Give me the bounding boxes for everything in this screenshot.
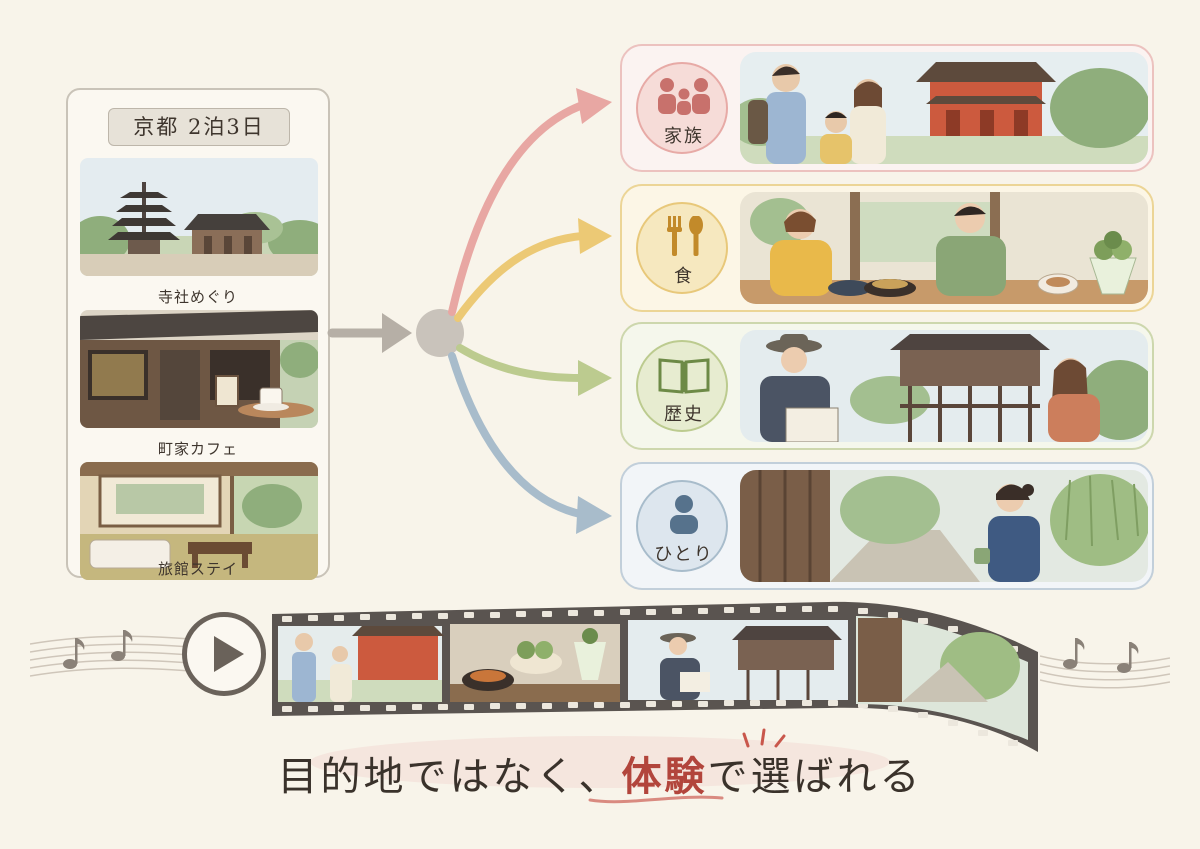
tagline-text: 目的地ではなく、 — [277, 754, 622, 800]
family-icon — [658, 78, 710, 115]
person-icon — [670, 495, 698, 534]
experience-card-solo[interactable]: ひとり — [620, 462, 1154, 590]
panel-to-hub-arrow — [327, 313, 412, 353]
food-sharing-illustration — [740, 192, 1148, 304]
solo-traveler-illustration — [740, 470, 1148, 582]
branch-arrow-food — [454, 218, 612, 322]
pagoda-temple-illustration — [80, 158, 318, 276]
family-temple-illustration — [740, 52, 1148, 164]
tagline-text: で選ばれる — [707, 754, 923, 800]
experience-badge: 家族 — [636, 62, 728, 154]
machiya-cafe-illustration — [80, 310, 318, 428]
film-frame-history — [628, 620, 848, 700]
experience-label: ひとり — [654, 544, 714, 565]
hub-node — [416, 309, 464, 357]
film-strip-icon — [272, 601, 1038, 752]
book-icon — [658, 358, 710, 394]
history-guide-illustration — [740, 330, 1148, 442]
experience-card-family[interactable]: 家族 — [620, 44, 1154, 172]
emphasis-underline — [588, 795, 724, 804]
experience-card-history[interactable]: 歴史 — [620, 322, 1154, 450]
branch-arrow-history — [456, 344, 612, 396]
experience-label: 家族 — [664, 126, 704, 147]
branch-arrow-family — [448, 88, 612, 316]
music-note-icon — [1040, 638, 1170, 689]
tagline: 目的地ではなく、体験で選ばれる — [0, 744, 1200, 802]
experience-label: 食 — [674, 266, 694, 287]
itinerary-item-label: 旅館ステイ — [157, 560, 238, 578]
spoon-fork-icon — [667, 216, 703, 256]
play-icon — [214, 636, 244, 672]
ryokan-room-illustration — [80, 462, 318, 580]
tagline-brush-wash — [310, 736, 890, 788]
experience-label: 歴史 — [664, 404, 704, 425]
experience-badge: 歴史 — [636, 340, 728, 432]
film-frame-solo — [856, 616, 1028, 740]
experience-badge: ひとり — [636, 480, 728, 572]
branch-arrow-solo — [448, 352, 612, 534]
film-frame-family — [278, 626, 444, 702]
itinerary-panel: 京都 2泊3日 — [66, 88, 330, 580]
play-button[interactable] — [182, 612, 266, 696]
experience-badge: 食 — [636, 202, 728, 294]
experience-card-food[interactable]: 食 — [620, 184, 1154, 312]
itinerary-item-label: 町家カフェ — [157, 440, 238, 458]
tagline-emphasis: 体験 — [621, 753, 708, 800]
film-frame-food — [450, 624, 620, 702]
itinerary-item-label: 寺社めぐり — [157, 288, 238, 306]
emphasis-sparkle-icon — [742, 728, 786, 748]
itinerary-title: 京都 2泊3日 — [108, 108, 290, 146]
